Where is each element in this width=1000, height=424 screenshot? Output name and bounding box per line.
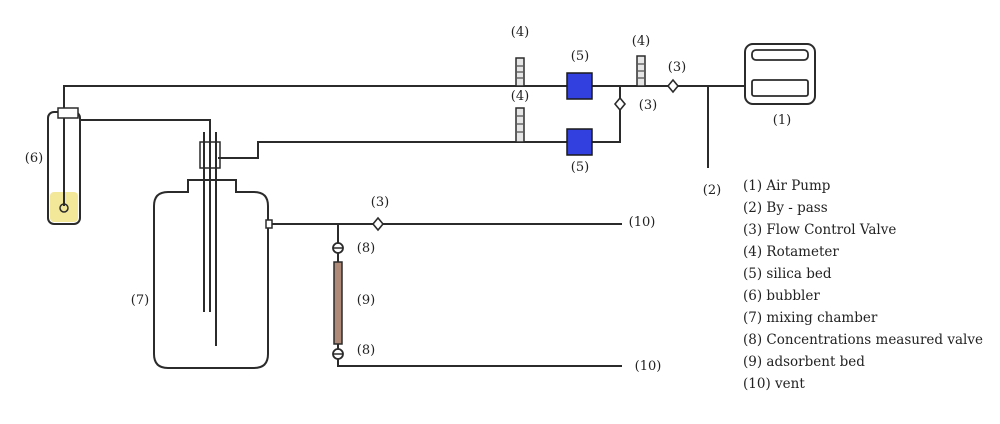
- valve-mid: [613, 96, 627, 112]
- sampling-valve-bottom: [332, 348, 344, 360]
- legend-item: (6) bubbler: [743, 288, 820, 304]
- adsorbent-bed: [333, 261, 343, 345]
- label-rotameter-right: (4): [632, 34, 650, 49]
- legend-item: (2) By - pass: [743, 200, 828, 216]
- legend-item: (4) Rotameter: [743, 244, 839, 260]
- label-vent-bottom: (10): [635, 359, 662, 374]
- label-bubbler: (6): [25, 151, 43, 166]
- legend-item: (7) mixing chamber: [743, 310, 878, 326]
- label-rotameter-mid: (4): [511, 89, 529, 104]
- legend-item: (10) vent: [743, 376, 805, 392]
- silica-bed-bottom: [566, 128, 593, 156]
- rotameter-right: [636, 55, 646, 87]
- callouts: (4) (4) (4) (5) (5) (3) (3) (3) (1) (2) …: [25, 25, 791, 374]
- mixing-chamber: [153, 120, 273, 369]
- rotameter-top: [515, 57, 525, 87]
- label-air-pump: (1): [773, 113, 791, 128]
- label-valve-top: (3): [668, 60, 686, 75]
- label-silica-bottom: (5): [571, 160, 589, 175]
- label-sampling-valve-top: (8): [357, 241, 375, 256]
- legend-item: (9) adsorbent bed: [743, 354, 865, 370]
- valve-top: [666, 78, 680, 94]
- legend-item: (3) Flow Control Valve: [743, 222, 896, 238]
- label-valve-mid: (3): [639, 98, 657, 113]
- label-mixing-chamber: (7): [131, 293, 149, 308]
- valve-lower: [371, 216, 385, 232]
- label-valve-lower: (3): [371, 195, 389, 210]
- legend: (1) Air Pump (2) By - pass (3) Flow Cont…: [743, 178, 983, 392]
- air-pump: [744, 43, 816, 105]
- silica-bed-top: [566, 72, 593, 100]
- legend-item: (5) silica bed: [743, 266, 832, 282]
- rotameter-mid: [515, 107, 525, 143]
- sampling-valve-top: [332, 242, 344, 254]
- label-sampling-valve-bottom: (8): [357, 343, 375, 358]
- label-vent-top: (10): [629, 215, 656, 230]
- branch-connector: [592, 86, 621, 143]
- legend-item: (1) Air Pump: [743, 178, 830, 194]
- adsorbent-line: [337, 224, 622, 367]
- legend-item: (8) Concentrations measured valve: [743, 332, 983, 348]
- label-bypass: (2): [703, 183, 721, 198]
- label-adsorbent-bed: (9): [357, 293, 375, 308]
- label-silica-top: (5): [571, 49, 589, 64]
- lower-air-line: [218, 141, 570, 159]
- label-rotameter-top: (4): [511, 25, 529, 40]
- bubbler: [47, 107, 81, 225]
